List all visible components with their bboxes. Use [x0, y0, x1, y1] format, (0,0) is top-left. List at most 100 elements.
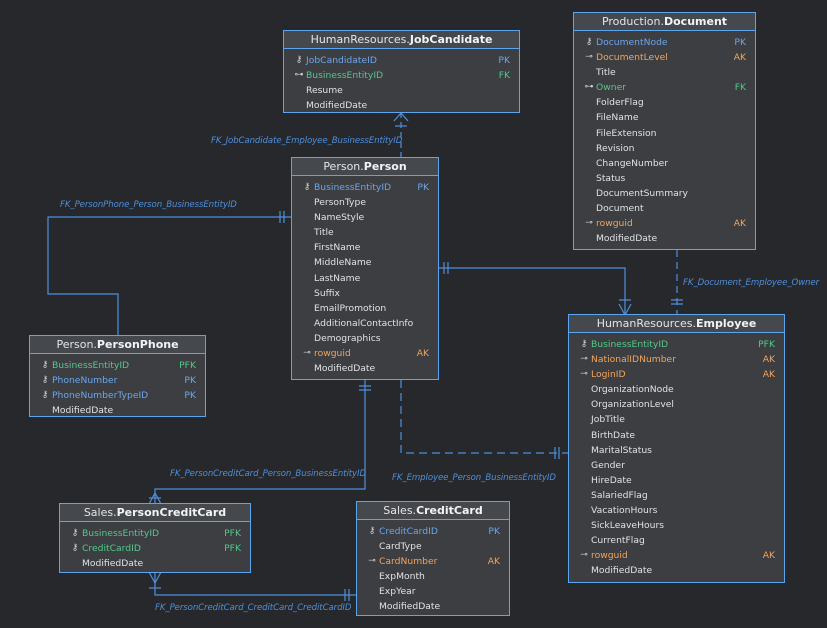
column-row[interactable]: EmailPromotion — [292, 301, 438, 316]
column-row[interactable]: AdditionalContactInfo — [292, 316, 438, 331]
column-row[interactable]: SickLeaveHours — [569, 518, 784, 533]
column-row[interactable]: Title — [574, 65, 755, 80]
schema-name: HumanResources. — [596, 317, 697, 330]
column-key-badge: PK — [498, 55, 510, 66]
entity-header-jobcandidate[interactable]: HumanResources.JobCandidate — [284, 31, 519, 49]
column-row[interactable]: Status — [574, 171, 755, 186]
column-key-badge: PK — [184, 375, 196, 387]
entity-employee[interactable]: HumanResources.Employee⚷BusinessEntityID… — [568, 314, 785, 583]
relation-fk-personcreditcard-person[interactable] — [148, 380, 371, 505]
column-row[interactable]: Demographics — [292, 331, 438, 346]
column-row[interactable]: Revision — [574, 141, 755, 156]
column-row[interactable]: PersonType — [292, 195, 438, 210]
column-name: VacationHours — [591, 505, 658, 517]
key-icon: ⚷ — [71, 528, 79, 538]
relation-person-employee-top[interactable] — [438, 262, 632, 317]
column-name: ChangeNumber — [596, 157, 669, 169]
column-name: DocumentNode — [596, 37, 668, 48]
column-row[interactable]: ModifiedDate — [284, 98, 519, 113]
column-row[interactable]: Gender — [569, 458, 784, 473]
column-row[interactable]: ModifiedDate — [60, 556, 250, 571]
entity-header-personcreditcard[interactable]: Sales.PersonCreditCard — [60, 504, 250, 522]
column-name: ModifiedDate — [82, 558, 144, 570]
column-row[interactable]: BirthDate — [569, 428, 784, 443]
relation-fk-document-employee[interactable] — [671, 250, 683, 315]
entity-header-personphone[interactable]: Person.PersonPhone — [30, 336, 205, 354]
column-key-badge: PFK — [224, 543, 241, 555]
column-row[interactable]: ModifiedDate — [569, 563, 784, 578]
column-row[interactable]: ModifiedDate — [292, 361, 438, 376]
column-row[interactable]: MiddleName — [292, 255, 438, 270]
column-row[interactable]: ModifiedDate — [357, 599, 509, 614]
column-key-badge: PK — [488, 526, 500, 537]
entity-header-employee[interactable]: HumanResources.Employee — [569, 315, 784, 333]
column-row[interactable]: MaritalStatus — [569, 443, 784, 458]
column-row[interactable]: FileName — [574, 110, 755, 125]
alternate-key-icon: ⊸ — [585, 218, 593, 229]
column-row[interactable]: OrganizationNode — [569, 382, 784, 397]
column-row[interactable]: NameStyle — [292, 210, 438, 225]
column-name: Gender — [591, 459, 625, 471]
column-name: SalariedFlag — [591, 489, 648, 501]
column-row[interactable]: FileExtension — [574, 126, 755, 141]
column-row[interactable]: Title — [292, 225, 438, 240]
entity-header-person[interactable]: Person.Person — [292, 158, 438, 176]
column-row[interactable]: FirstName — [292, 240, 438, 255]
column-key-badge: PK — [184, 390, 196, 402]
entity-header-document[interactable]: Production.Document — [574, 13, 755, 31]
column-row[interactable]: ModifiedDate — [574, 231, 755, 246]
column-row[interactable]: ExpYear — [357, 584, 509, 599]
column-row[interactable]: DocumentSummary — [574, 186, 755, 201]
column-row[interactable]: CurrentFlag — [569, 533, 784, 548]
column-row[interactable]: Resume — [284, 83, 519, 98]
key-icon: ⚷ — [71, 543, 79, 554]
relation-fk-jobcandidate-employee[interactable] — [393, 112, 409, 157]
column-name: FileName — [596, 112, 639, 124]
column-row[interactable]: VacationHours — [569, 503, 784, 518]
column-row[interactable]: Document — [574, 201, 755, 216]
column-name: ExpYear — [379, 586, 416, 598]
column-row[interactable]: OrganizationLevel — [569, 397, 784, 412]
relation-fk-employee-person[interactable] — [400, 380, 570, 459]
column-row[interactable]: HireDate — [569, 473, 784, 488]
entity-jobcandidate[interactable]: HumanResources.JobCandidate ⚷JobCandidate… — [283, 30, 520, 113]
column-row[interactable]: ChangeNumber — [574, 156, 755, 171]
relation-fk-personcreditcard-creditcard[interactable] — [148, 571, 357, 601]
column-row[interactable]: FolderFlag — [574, 95, 755, 110]
column-row[interactable]: LastName — [292, 271, 438, 286]
relation-fk-personphone-person[interactable] — [47, 211, 292, 337]
column-row[interactable]: CardType — [357, 539, 509, 554]
column-row[interactable]: JobTitle — [569, 412, 784, 427]
column-row[interactable]: ModifiedDate — [30, 403, 205, 418]
entity-header-creditcard[interactable]: Sales.CreditCard — [357, 502, 509, 520]
column-row[interactable]: Suffix — [292, 286, 438, 301]
column-row[interactable]: ExpMonth — [357, 569, 509, 584]
column-row[interactable]: SalariedFlag — [569, 488, 784, 503]
